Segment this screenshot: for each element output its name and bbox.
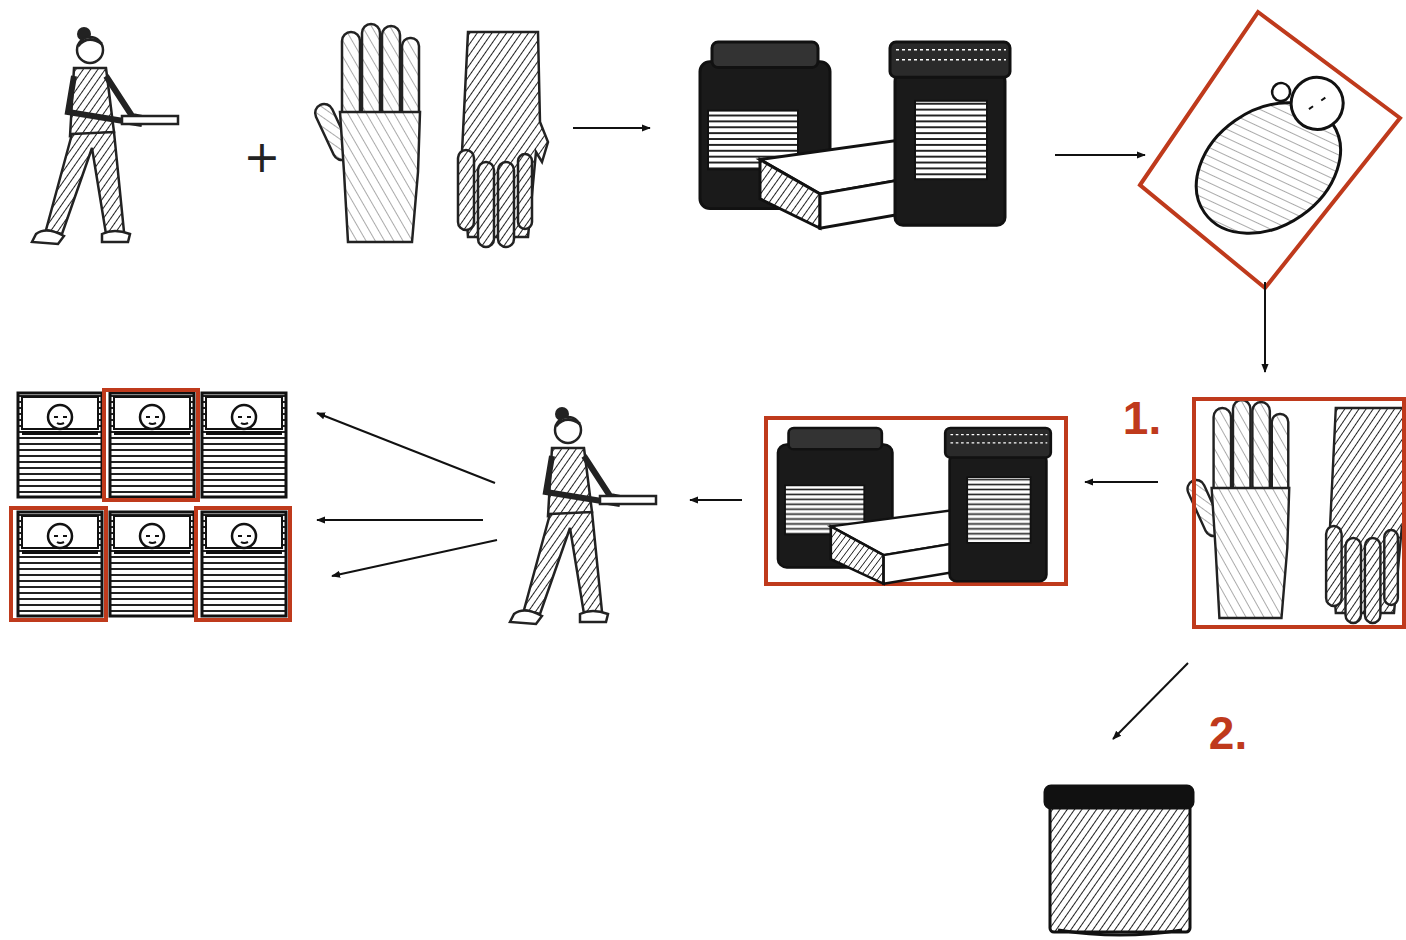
plus-sign: +	[244, 135, 281, 179]
callout-number: 2.	[1209, 710, 1247, 756]
callout-number: 1.	[1123, 395, 1161, 441]
